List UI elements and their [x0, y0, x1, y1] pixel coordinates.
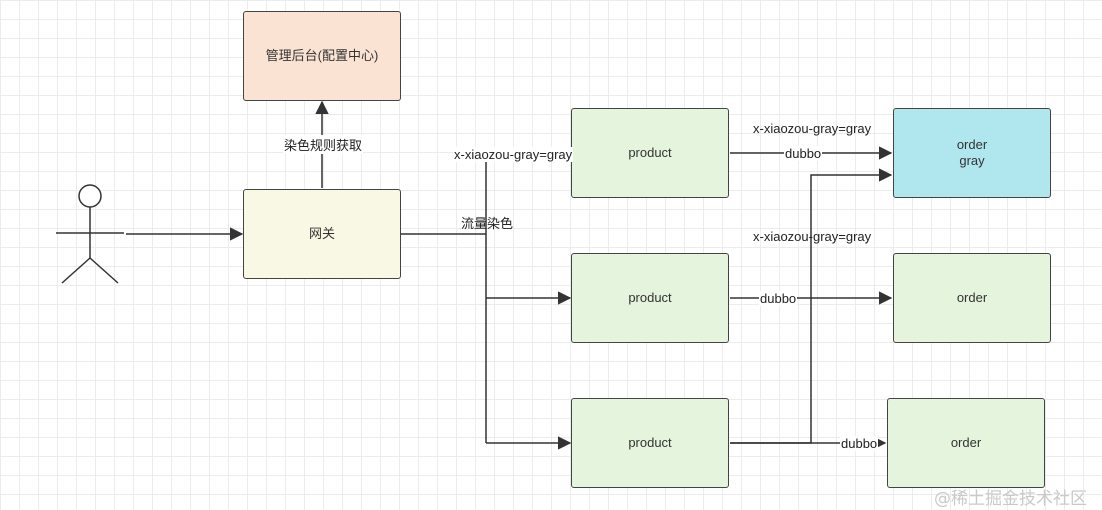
product-label-2: product [628, 290, 672, 305]
order-label-3: order [950, 435, 982, 450]
config-center-node: 管理后台(配置中心) [243, 11, 401, 101]
gateway-label: 网关 [308, 226, 335, 241]
rule-fetch-label: 染色规则获取 [283, 135, 364, 154]
order-gray-label-line2: gray [959, 153, 985, 168]
product-node-3: product [571, 398, 729, 488]
header-right1-label: x-xiaozou-gray=gray [753, 121, 872, 136]
edge-product3-order1 [730, 168, 893, 444]
order-node-3: order [887, 398, 1045, 488]
config-center-label: 管理后台(配置中心) [265, 48, 379, 63]
order-label-2: order [956, 290, 988, 305]
header-top-label: x-xiaozou-gray=gray [453, 147, 574, 162]
product-label-3: product [628, 435, 672, 450]
order-gray-node: order gray [893, 108, 1051, 198]
dubbo-label-1: dubbo [784, 146, 823, 161]
order-node-2: order [893, 253, 1051, 343]
user-actor-icon [56, 184, 124, 284]
product-node-1: product [571, 108, 729, 198]
dubbo-label-3: dubbo [840, 436, 879, 451]
order-gray-label-line1: order [956, 137, 988, 152]
dubbo-label-2: dubbo [759, 291, 798, 306]
product-node-2: product [571, 253, 729, 343]
traffic-color-label: 流量染色 [461, 216, 514, 231]
watermark: @稀土掘金技术社区 [934, 489, 1087, 509]
gateway-node: 网关 [243, 189, 401, 279]
header-right2-label: x-xiaozou-gray=gray [753, 229, 872, 244]
product-label-1: product [628, 145, 672, 160]
